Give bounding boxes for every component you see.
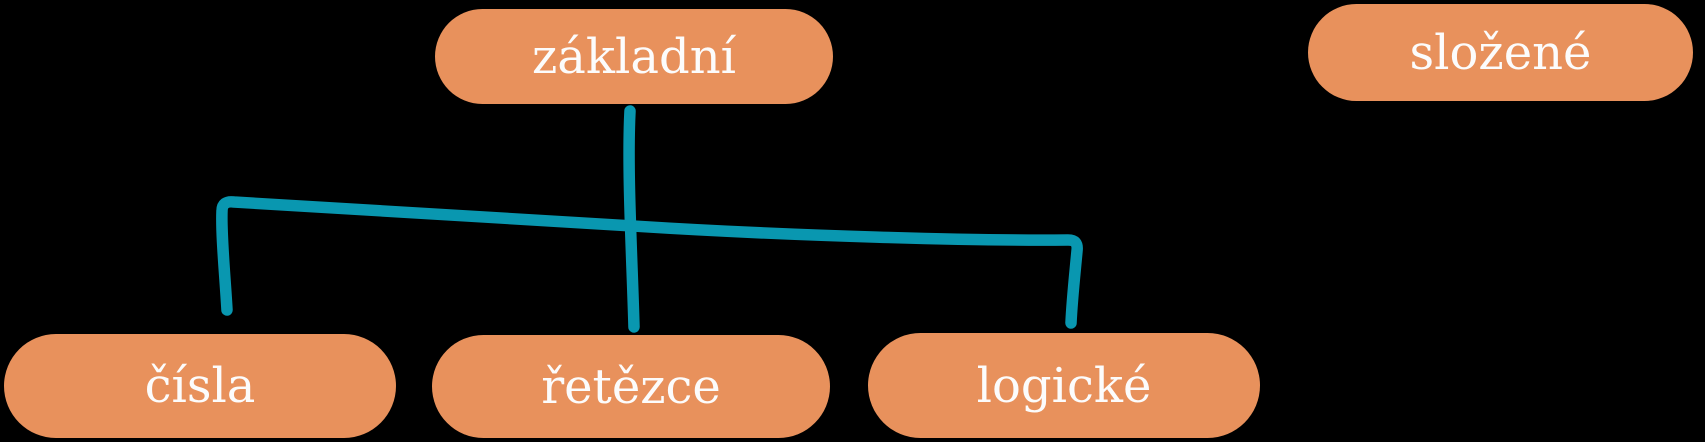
node-slozene-label: složené [1409,24,1592,81]
node-retezce: řetězce [432,335,830,438]
node-zakladni-label: základní [532,28,736,85]
edge-zakladni-retezce [623,105,640,333]
edge-zakladni-cisla-logicke [216,196,1083,329]
node-cisla: čísla [4,334,396,438]
node-logicke-label: logické [976,357,1152,414]
node-slozene: složené [1308,4,1693,101]
node-cisla-label: čísla [144,358,256,414]
node-retezce-label: řetězce [541,358,721,415]
node-zakladni: základní [435,9,833,104]
node-logicke: logické [868,333,1260,438]
